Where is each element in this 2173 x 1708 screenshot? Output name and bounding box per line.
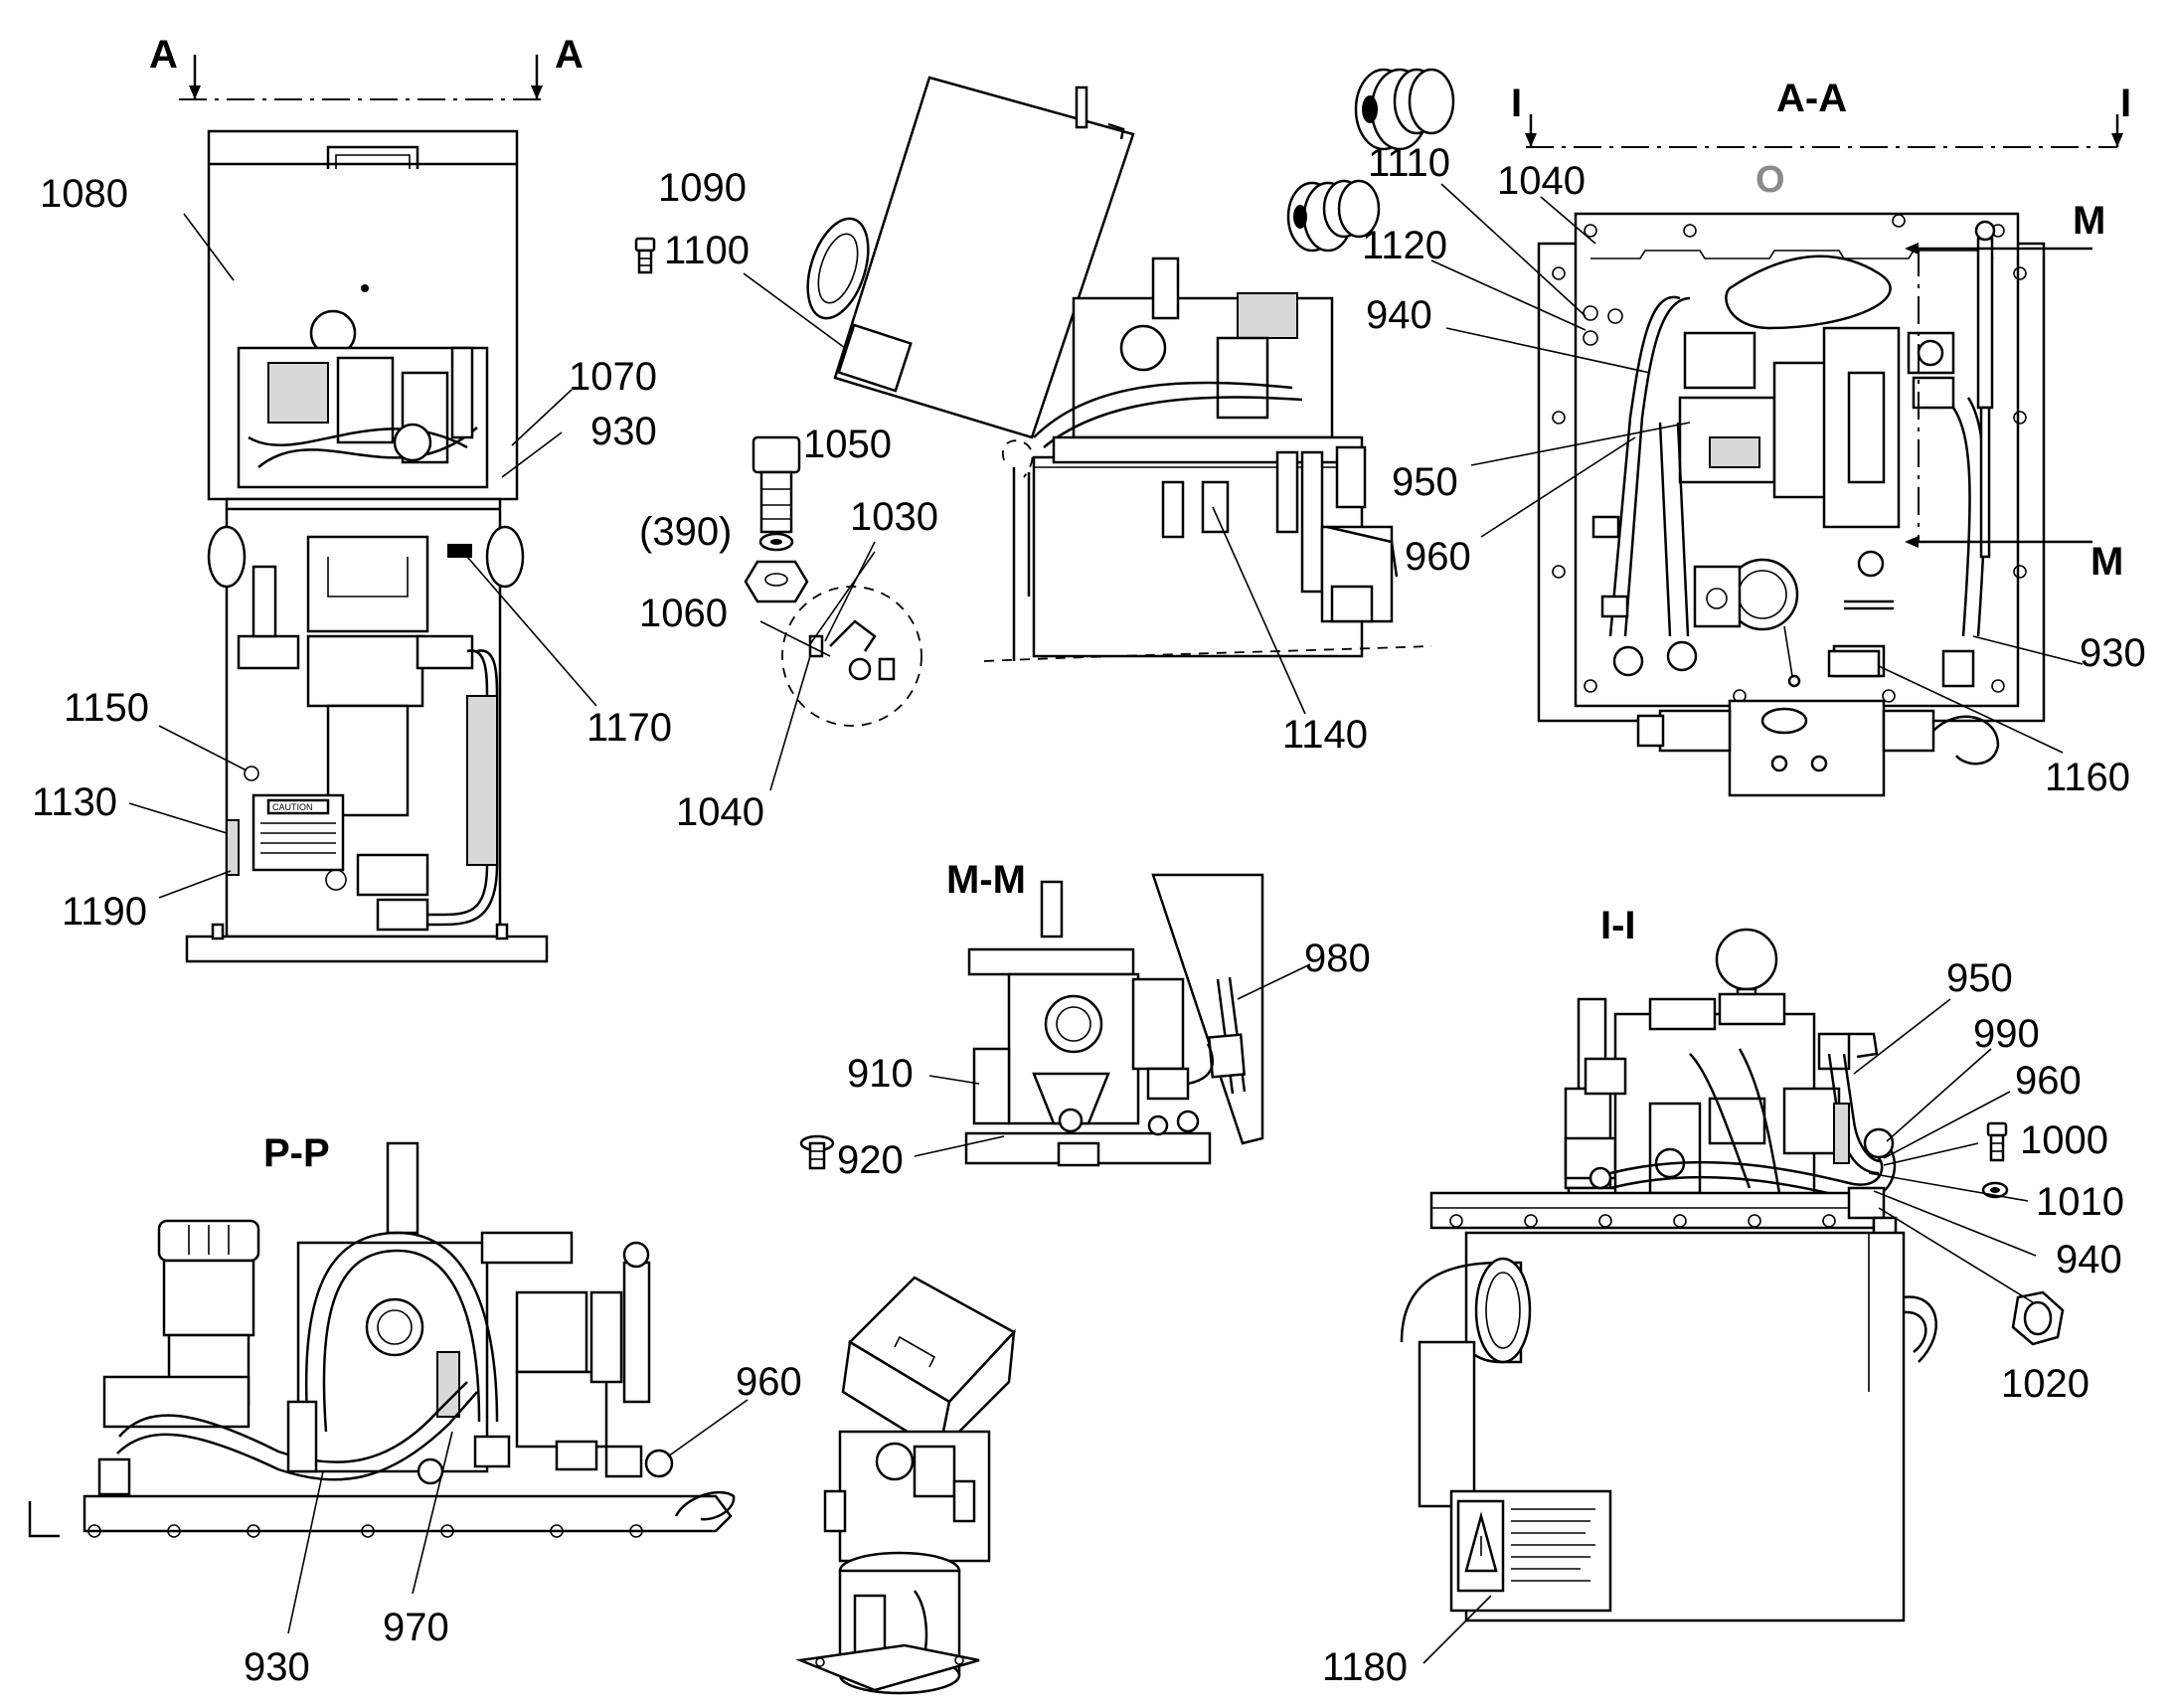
callout-960-aa: 960	[1405, 535, 1471, 579]
filter-assembly	[237, 535, 499, 932]
lid-open-view	[634, 76, 1432, 791]
callout-960-ii: 960	[2015, 1059, 2082, 1103]
section-label-a-right: A	[555, 33, 584, 77]
callout-910: 910	[847, 1052, 914, 1096]
callout-980: 980	[1304, 937, 1371, 980]
bottom-manifold	[1728, 699, 1886, 797]
section-i-indicator: I I A-A O	[1511, 77, 2131, 201]
plate-screws-pp	[87, 1524, 643, 1538]
callout-390: (390)	[639, 510, 732, 554]
section-label-ii: I-I	[1600, 904, 1636, 947]
callout-930-front: 930	[590, 410, 657, 453]
plate-bolts	[1552, 214, 2027, 703]
callout-1040-hinge: 1040	[676, 790, 764, 834]
caution-plate: CAUTION	[251, 793, 345, 872]
callout-1030: 1030	[850, 495, 938, 539]
callout-1000: 1000	[2020, 1118, 2108, 1162]
screw-1000	[1986, 1121, 2008, 1162]
callout-950-aa: 950	[1392, 460, 1458, 504]
callout-1020: 1020	[2001, 1362, 2089, 1406]
section-label-pp: P-P	[263, 1131, 330, 1175]
front-view: A A	[128, 33, 597, 963]
section-pp-view: P-P	[28, 1131, 749, 1634]
callout-930-aa: 930	[2080, 631, 2146, 675]
callout-1160: 1160	[2045, 756, 2130, 799]
callout-1130: 1130	[32, 780, 117, 824]
callout-940-ii: 940	[2056, 1238, 2122, 1281]
callout-940-aa: 940	[1366, 293, 1432, 337]
callout-1070: 1070	[569, 355, 657, 399]
callout-1150: 1150	[64, 686, 149, 730]
section-label-a-left: A	[149, 33, 178, 77]
callout-1050: 1050	[803, 423, 892, 466]
callout-960-pp: 960	[736, 1360, 802, 1404]
section-label-mm: M-M	[946, 858, 1026, 902]
hinge-detail-circle	[781, 586, 922, 727]
callout-1100: 1100	[664, 229, 750, 272]
callout-1180: 1180	[1322, 1645, 1408, 1689]
section-label-i-right: I	[2120, 82, 2131, 125]
isometric-view	[795, 1276, 1017, 1695]
section-a-indicator: A A	[149, 33, 584, 100]
section-ii-view: I-I	[1400, 904, 2065, 1664]
callout-1090: 1090	[658, 166, 747, 210]
label-1170	[447, 544, 472, 558]
section-aa-view: I I A-A O	[1286, 68, 2131, 797]
plate-1130	[226, 819, 240, 876]
callout-970: 970	[383, 1606, 449, 1649]
section-m-indicator: M M	[1905, 199, 2123, 584]
callout-1080: 1080	[40, 172, 128, 216]
pump-assembly-aa	[1591, 220, 1996, 688]
nut-1020	[2011, 1290, 2065, 1346]
cable-gland-1120	[1286, 179, 1381, 253]
base-plate	[185, 935, 549, 963]
pump-assembly-open	[1012, 256, 1399, 661]
callout-950-ii: 950	[1946, 956, 2013, 1000]
callout-1060: 1060	[639, 592, 728, 635]
screw-1100	[634, 237, 656, 274]
screw-920	[799, 1134, 835, 1170]
plate-screws-ii	[1449, 1214, 1836, 1228]
callout-920: 920	[837, 1138, 904, 1182]
cable-gland-1110	[1354, 68, 1455, 151]
caution-text: CAUTION	[272, 802, 313, 812]
callout-1120: 1120	[1362, 224, 1447, 267]
callout-1040-aa: 1040	[1497, 159, 1586, 203]
pump-assembly-front	[237, 309, 489, 489]
section-label-aa: A-A	[1776, 77, 1847, 120]
label-1160	[1827, 649, 1881, 678]
mounting-plate-ii	[1429, 1191, 1876, 1230]
callout-990: 990	[1973, 1012, 2040, 1056]
warning-plate-1180	[1449, 1489, 1612, 1613]
callout-1140: 1140	[1282, 713, 1368, 757]
bolt-1050	[744, 435, 809, 603]
callout-1110: 1110	[1368, 141, 1450, 185]
section-label-m-bottom: M	[2090, 540, 2123, 584]
section-mm-view: M-M	[799, 858, 1311, 1170]
callout-1010: 1010	[2036, 1180, 2124, 1224]
label-o: O	[1755, 159, 1785, 201]
callout-1170: 1170	[586, 706, 672, 750]
section-label-i-left: I	[1511, 82, 1522, 125]
callout-930-pp: 930	[244, 1645, 310, 1689]
callout-1190: 1190	[62, 890, 147, 934]
section-label-m-top: M	[2073, 199, 2105, 243]
